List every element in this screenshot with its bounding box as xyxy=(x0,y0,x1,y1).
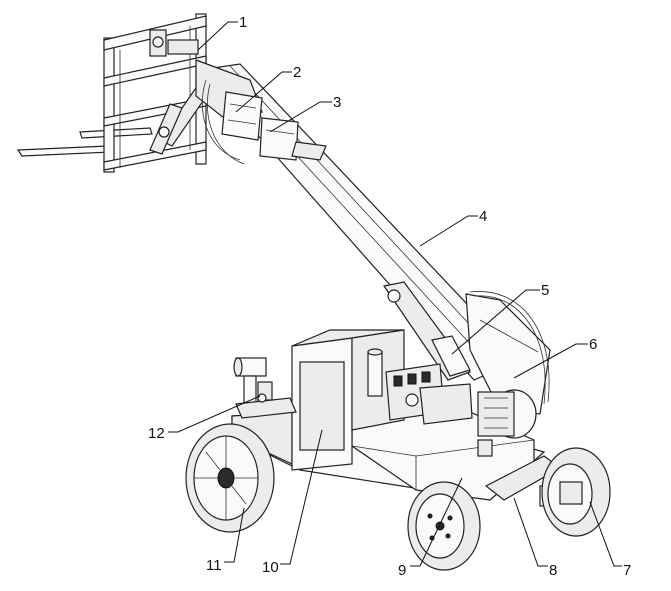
label-6: 6 xyxy=(589,336,597,353)
leader-10 xyxy=(280,429,323,565)
middle-wheel xyxy=(407,481,481,571)
leader-6 xyxy=(513,343,588,379)
leader-lines xyxy=(168,21,622,567)
label-1: 1 xyxy=(239,14,247,31)
leader-5 xyxy=(451,289,540,355)
leader-8 xyxy=(513,497,548,567)
rear-wheel xyxy=(185,423,275,533)
leader-7 xyxy=(589,501,622,567)
leader-1 xyxy=(197,21,238,51)
leader-4 xyxy=(419,215,478,247)
leader-12 xyxy=(168,395,261,433)
label-4: 4 xyxy=(479,208,487,225)
label-2: 2 xyxy=(293,64,301,81)
leader-11 xyxy=(224,507,245,563)
label-12: 12 xyxy=(148,425,165,442)
label-7: 7 xyxy=(623,562,631,579)
part-labels: 1 2 3 4 5 6 7 8 9 10 11 12 xyxy=(148,14,631,579)
label-8: 8 xyxy=(549,562,557,579)
leader-9 xyxy=(410,477,463,567)
fork-carriage xyxy=(16,13,213,173)
steering-motor xyxy=(233,357,297,419)
label-9: 9 xyxy=(398,562,406,579)
leader-3 xyxy=(269,101,332,133)
front-wheel xyxy=(541,447,611,537)
leader-2 xyxy=(235,71,292,113)
label-3: 3 xyxy=(333,94,341,111)
label-5: 5 xyxy=(541,282,549,299)
hydraulic-unit xyxy=(367,348,537,457)
label-10: 10 xyxy=(262,559,279,576)
label-11: 11 xyxy=(206,557,222,574)
